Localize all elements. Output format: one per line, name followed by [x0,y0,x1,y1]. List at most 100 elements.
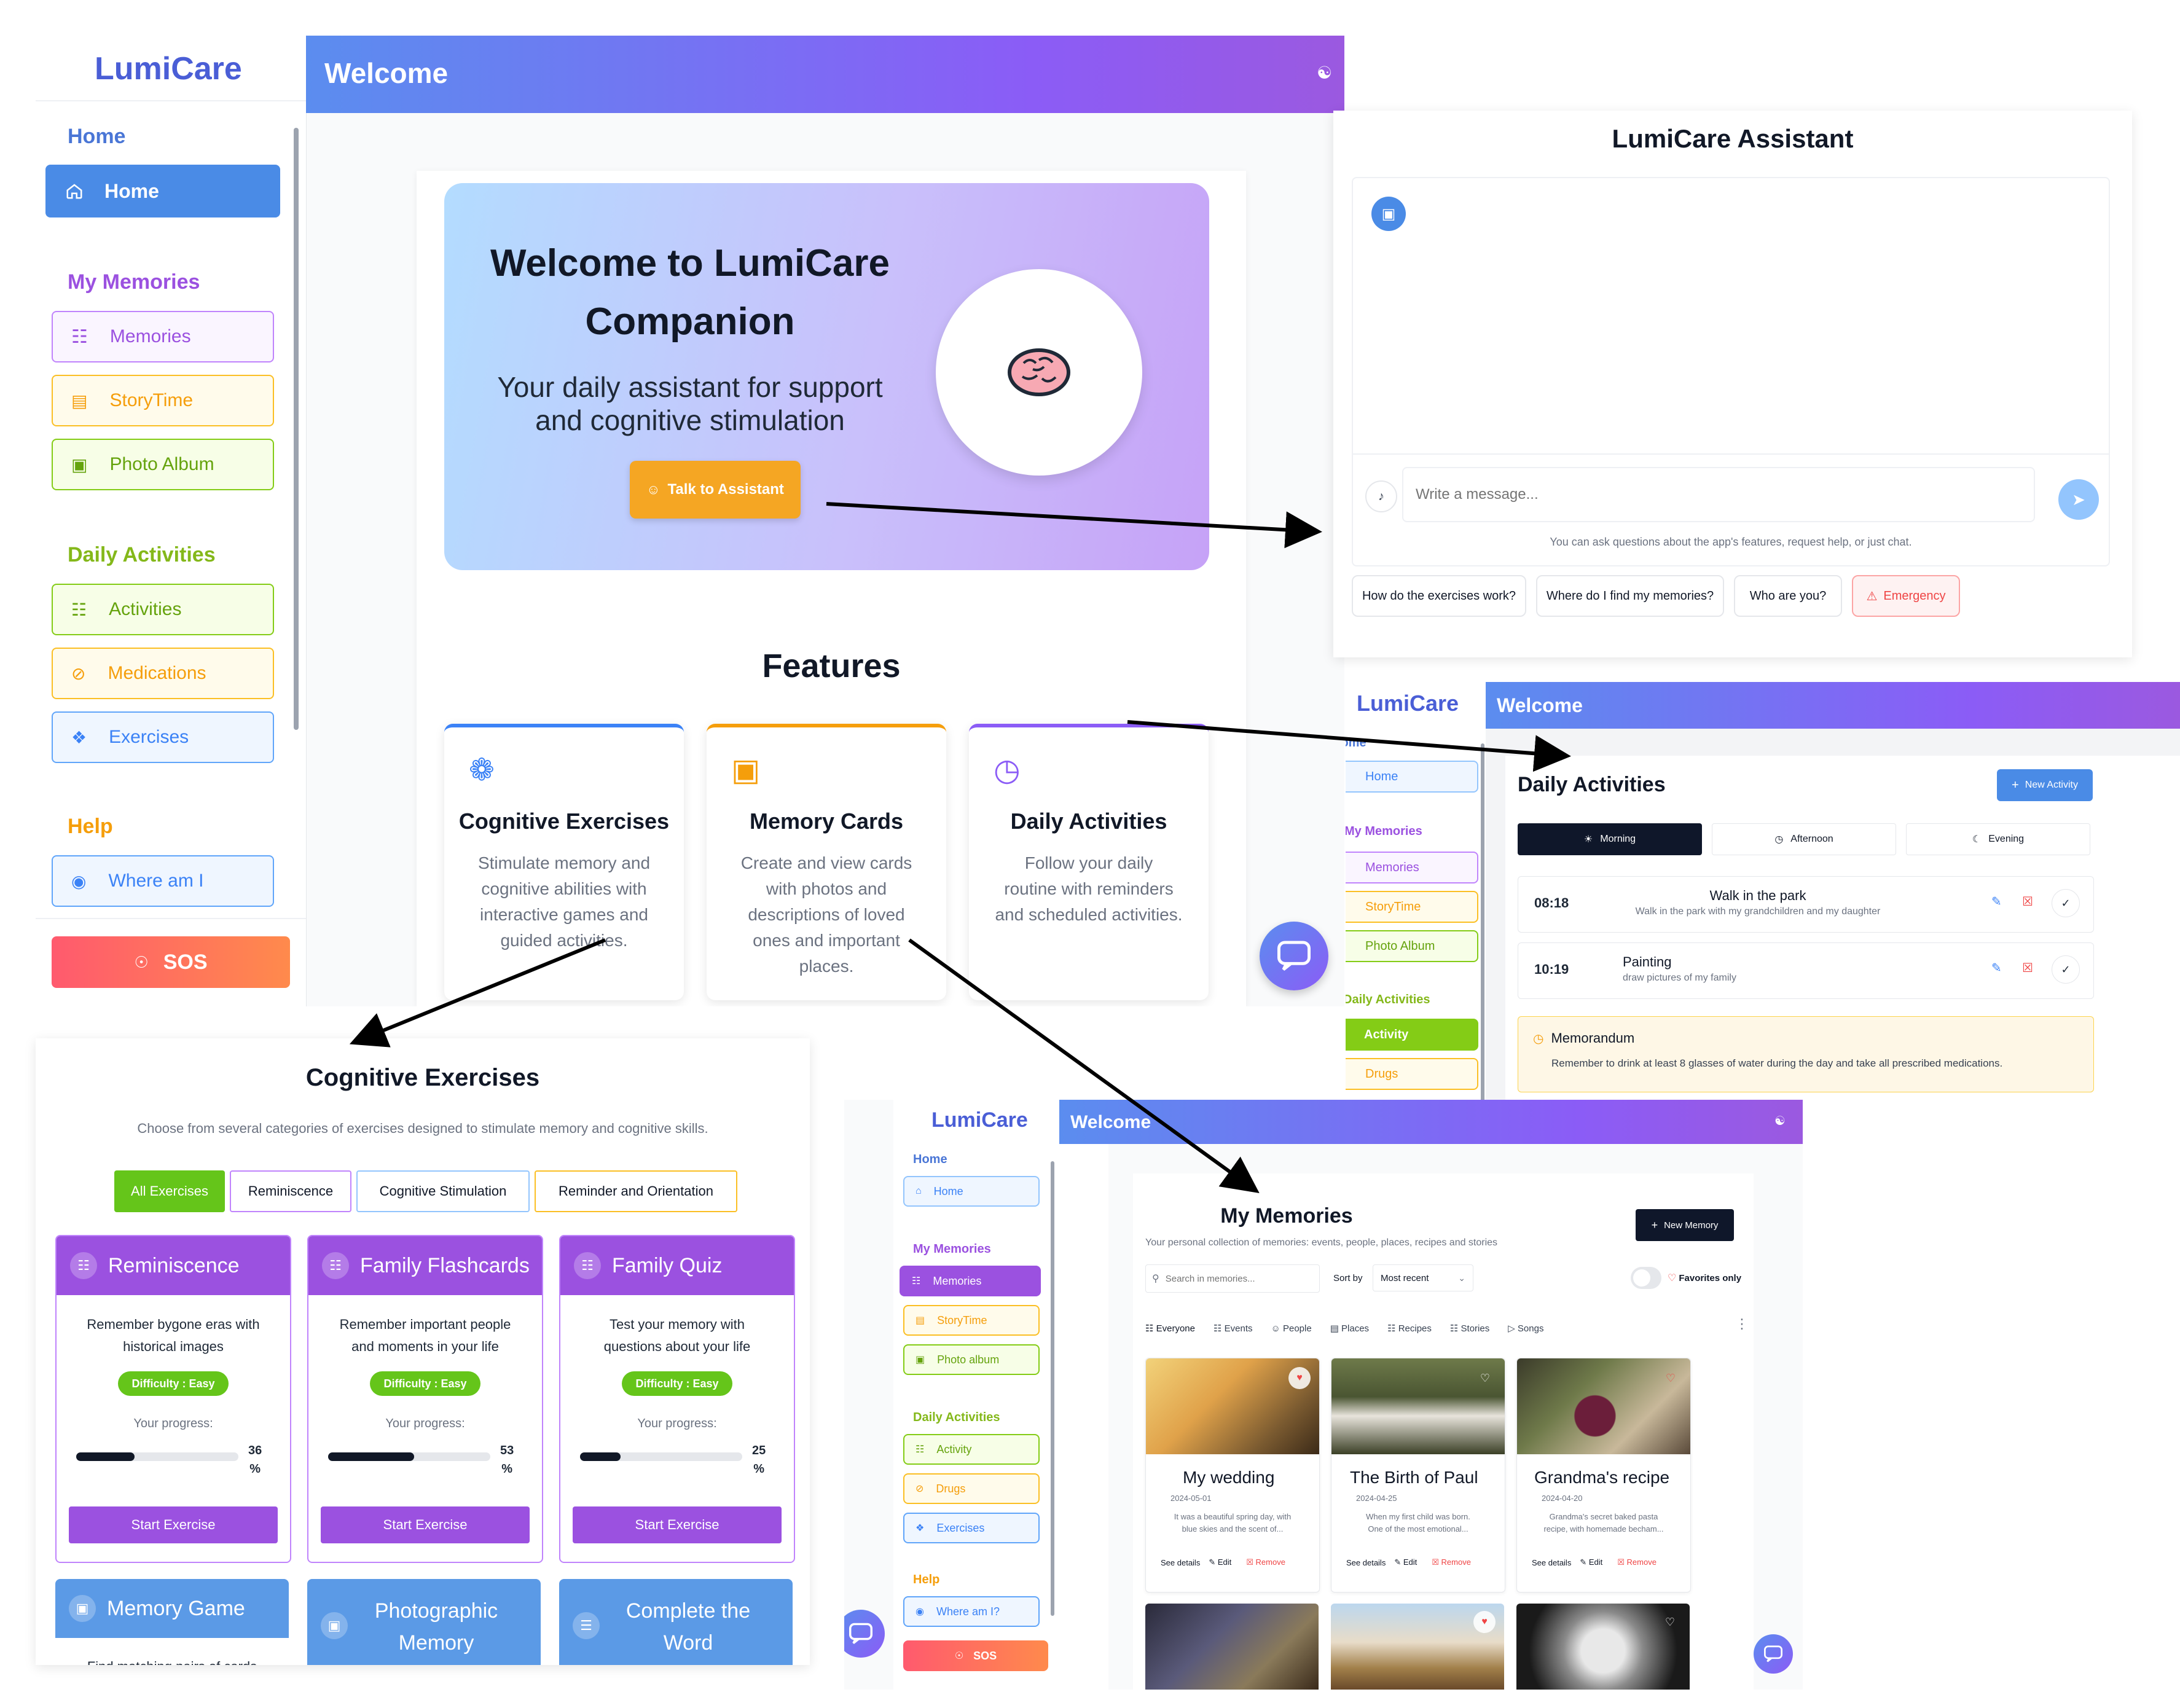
sos-button[interactable]: ☉ SOS [903,1640,1048,1671]
sidebar-item-home[interactable]: Home [1346,761,1478,793]
sidebar-item-home[interactable]: Home [45,165,280,217]
sidebar-item-medications[interactable]: ⊘ Medications [52,648,274,699]
sidebar-item-storytime[interactable]: ▤ StoryTime [903,1305,1040,1336]
sidebar-item-drugs[interactable]: ⊘ Drugs [903,1473,1040,1504]
sidebar-item-exercises[interactable]: ❖ Exercises [903,1513,1040,1543]
start-exercise-button[interactable]: Start Exercise [573,1506,782,1543]
remove-button[interactable]: ☒ Remove [1432,1557,1471,1567]
sidebar-item-photo-album[interactable]: ▣ Photo album [903,1344,1040,1375]
filter-all-exercises[interactable]: All Exercises [114,1170,225,1212]
sidebar-item-activity[interactable]: Activity [1346,1019,1478,1051]
sun-icon: ☀ [1583,834,1593,845]
check-button[interactable]: ✓ [2052,889,2080,917]
message-input[interactable] [1402,467,2035,522]
category-everyone[interactable]: ☷ Everyone [1145,1323,1195,1334]
sidebar-scrollbar[interactable] [1051,1161,1054,1616]
mic-button[interactable]: ♪ [1365,480,1397,512]
exercise-card-photographic-memory[interactable]: ▣ Photographic Memory [307,1579,541,1665]
sidebar-item-activities[interactable]: ☷ Activities [52,584,274,635]
new-activity-button[interactable]: + New Activity [1997,769,2093,801]
sidebar-item-where-am-i[interactable]: ◉ Where am I? [903,1596,1040,1627]
filter-reminder-orientation[interactable]: Reminder and Orientation [535,1170,737,1212]
trash-icon[interactable]: ☒ [2022,895,2033,909]
chat-fab[interactable] [1260,922,1328,990]
sidebar-item-drugs[interactable]: Drugs [1346,1058,1478,1090]
person-symbol-icon[interactable]: ☯ [1774,1115,1786,1128]
see-details-link[interactable]: See details [1161,1557,1201,1567]
feature-desc: interactive games and [480,905,648,924]
sidebar-item-storytime[interactable]: ▤ StoryTime [52,375,274,426]
favorites-toggle[interactable] [1631,1267,1661,1289]
edit-button[interactable]: ✎ Edit [1209,1557,1231,1567]
favorite-button[interactable]: ♥ [1473,1611,1496,1633]
edit-icon[interactable]: ✎ [1991,962,2002,975]
favorite-button[interactable]: ♡ [1664,1615,1676,1628]
favorite-button[interactable]: ♡ [1665,1371,1676,1384]
tab-afternoon[interactable]: ◷ Afternoon [1712,823,1896,855]
exercise-card-complete-word[interactable]: ☰ Complete the Word [559,1579,793,1665]
memory-photo[interactable] [1516,1604,1690,1690]
sidebar-item-exercises[interactable]: ❖ Exercises [52,711,274,763]
chat-fab[interactable] [844,1610,885,1658]
edit-icon[interactable]: ✎ [1991,895,2002,909]
sidebar-scrollbar[interactable] [1481,743,1484,1149]
quick-reply-exercises[interactable]: How do the exercises work? [1352,575,1526,617]
talk-to-assistant-button[interactable]: ☺ Talk to Assistant [630,461,801,519]
category-songs[interactable]: ▷ Songs [1508,1323,1543,1334]
sort-select[interactable]: Most recent ⌄ [1373,1264,1473,1291]
check-button[interactable]: ✓ [2052,955,2080,984]
quick-reply-who[interactable]: Who are you? [1734,575,1842,617]
category-places[interactable]: ▤ Places [1330,1323,1369,1334]
sidebar-item-storytime[interactable]: StoryTime [1346,891,1478,923]
category-events[interactable]: ☷ Events [1214,1323,1252,1334]
sidebar-scrollbar[interactable] [294,128,299,730]
sidebar-item-memories[interactable]: ☷ Memories [900,1266,1041,1296]
favorite-button[interactable]: ♡ [1480,1371,1491,1384]
see-details-link[interactable]: See details [1532,1557,1572,1567]
activity-row[interactable]: 08:18 Walk in the park Walk in the park … [1518,876,2094,933]
sidebar-item-photo-album[interactable]: Photo Album [1346,930,1478,962]
sidebar-item-home[interactable]: ⌂ Home [903,1176,1040,1207]
sidebar-item-photo-album[interactable]: ▣ Photo Album [52,439,274,490]
new-memory-button[interactable]: + New Memory [1636,1209,1734,1241]
more-vertical-icon[interactable]: ⋮ [1735,1316,1749,1331]
memory-card[interactable]: ♥ My wedding 2024-05-01 It was a beautif… [1145,1358,1320,1592]
memory-card[interactable]: ♡ The Birth of Paul 2024-04-25 When my f… [1331,1358,1505,1592]
person-symbol-icon[interactable]: ☯ [1317,63,1333,82]
see-details-link[interactable]: See details [1346,1557,1386,1567]
send-button[interactable]: ➤ [2058,479,2099,520]
features-title: Features [762,648,901,684]
start-exercise-button[interactable]: Start Exercise [321,1506,530,1543]
category-stories[interactable]: ☷ Stories [1450,1323,1489,1334]
trash-icon[interactable]: ☒ [2022,962,2033,975]
search-input[interactable] [1164,1272,1314,1285]
memory-card[interactable]: ♡ Grandma's recipe 2024-04-20 Grandma's … [1516,1358,1691,1592]
sidebar-item-label: Where am I? [936,1605,1000,1618]
emergency-button[interactable]: ⚠ Emergency [1852,575,1960,617]
favorite-button[interactable]: ♥ [1288,1367,1311,1389]
feature-card-daily[interactable]: ◷ Daily Activities Follow your daily rou… [969,724,1209,1000]
edit-button[interactable]: ✎ Edit [1580,1557,1602,1567]
category-recipes[interactable]: ☷ Recipes [1387,1323,1432,1334]
quick-reply-memories[interactable]: Where do I find my memories? [1536,575,1724,617]
feature-card-memory[interactable]: ▣ Memory Cards Create and view cards wit… [707,724,946,1000]
filter-cognitive-stimulation[interactable]: Cognitive Stimulation [356,1170,530,1212]
sidebar-item-memories[interactable]: ☷ Memories [52,311,274,362]
sidebar-item-where-am-i[interactable]: ◉ Where am I [52,855,274,907]
edit-button[interactable]: ✎ Edit [1394,1557,1417,1567]
tab-evening[interactable]: ☾ Evening [1906,823,2090,855]
feature-card-cognitive[interactable]: ❁ Cognitive Exercises Stimulate memory a… [444,724,684,1000]
start-exercise-button[interactable]: Start Exercise [69,1506,278,1543]
memory-photo[interactable] [1145,1604,1319,1690]
chat-fab[interactable] [1754,1634,1793,1674]
sidebar-item-memories[interactable]: Memories [1346,852,1478,883]
tab-morning[interactable]: ☀ Morning [1518,823,1702,855]
filter-reminiscence[interactable]: Reminiscence [230,1170,351,1212]
category-people[interactable]: ☺ People [1271,1323,1311,1334]
activity-row[interactable]: 10:19 Painting draw pictures of my famil… [1518,942,2094,999]
remove-button[interactable]: ☒ Remove [1246,1557,1285,1567]
exercise-card-memory-game[interactable]: ▣ Memory Game Find matching pairs of car… [55,1579,289,1665]
remove-button[interactable]: ☒ Remove [1617,1557,1657,1567]
sos-button[interactable]: ☉ SOS [52,936,290,988]
sidebar-item-activity[interactable]: ☷ Activity [903,1434,1040,1465]
